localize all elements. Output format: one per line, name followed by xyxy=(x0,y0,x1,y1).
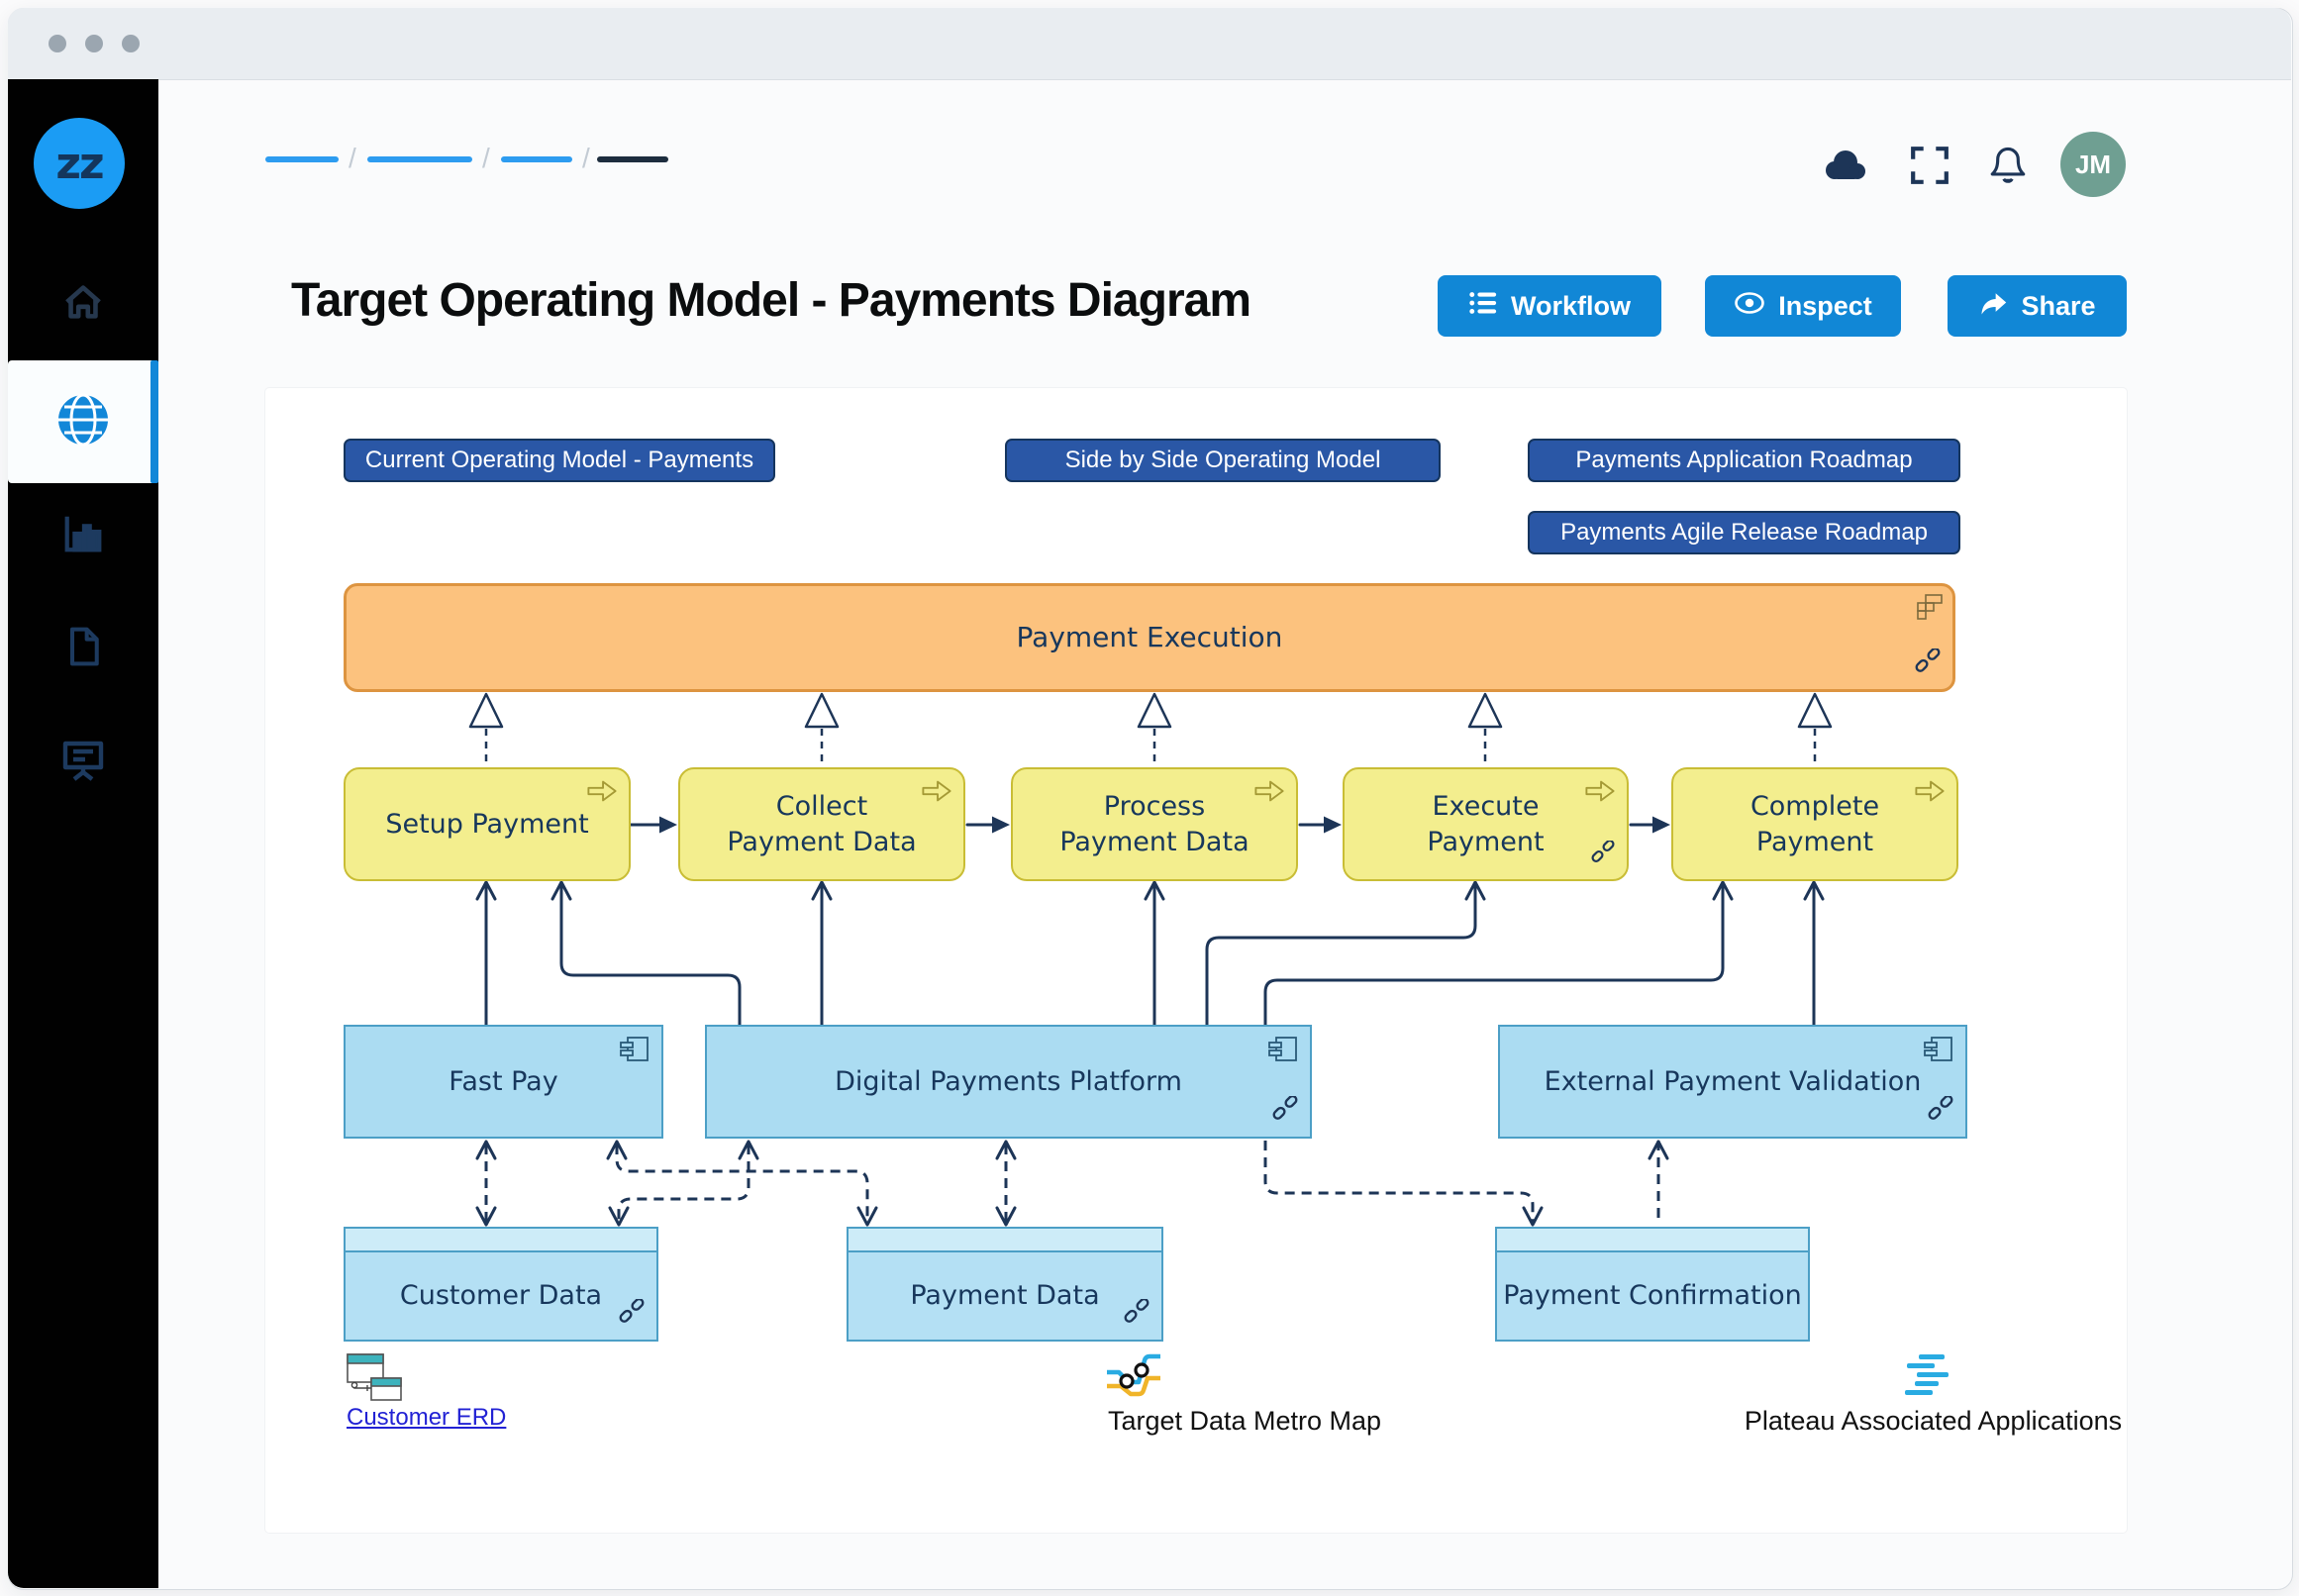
workflow-button-label: Workflow xyxy=(1511,290,1631,321)
node-execute-payment[interactable]: Execute Payment xyxy=(1343,767,1629,881)
sidebar-item-diagrams[interactable] xyxy=(8,360,158,483)
node-label: Process Payment Data xyxy=(1059,791,1249,857)
roadmap-bars-icon[interactable] xyxy=(1897,1352,1954,1403)
page-title: Target Operating Model - Payments Diagra… xyxy=(291,274,1251,327)
node-setup-payment[interactable]: Setup Payment xyxy=(344,767,631,881)
node-label: Customer Data xyxy=(399,1280,603,1312)
sidebar-item-home[interactable] xyxy=(8,249,158,358)
window-control-icon[interactable] xyxy=(49,35,66,52)
window-control-icon[interactable] xyxy=(85,35,103,52)
node-complete-payment[interactable]: Complete Payment xyxy=(1671,767,1958,881)
data-object-band xyxy=(1497,1229,1808,1252)
eye-icon xyxy=(1734,291,1765,322)
breadcrumb-placeholder xyxy=(597,156,668,162)
list-icon xyxy=(1468,288,1498,325)
fullscreen-icon[interactable] xyxy=(1909,145,1950,191)
avatar[interactable]: JM xyxy=(2060,132,2126,197)
node-label: Payment Confirmation xyxy=(1503,1280,1802,1312)
erd-icon[interactable] xyxy=(346,1352,407,1407)
node-label: Digital Payments Platform xyxy=(835,1065,1182,1097)
data-object-band xyxy=(849,1229,1161,1252)
cloud-sync-icon[interactable] xyxy=(1820,145,1869,189)
share-button[interactable]: Share xyxy=(1948,275,2127,337)
nav-pill-label: Current Operating Model - Payments xyxy=(364,447,754,473)
sidebar-item-presentation[interactable] xyxy=(8,707,158,816)
inspect-button-label: Inspect xyxy=(1778,290,1872,321)
node-payment-confirmation[interactable]: Payment Confirmation xyxy=(1495,1227,1810,1342)
process-arrow-icon xyxy=(587,778,617,809)
node-collect-payment-data[interactable]: Collect Payment Data xyxy=(678,767,965,881)
customer-erd-link[interactable]: Customer ERD xyxy=(347,1404,507,1431)
diagram-canvas xyxy=(265,388,2127,1533)
link-icon xyxy=(1915,647,1941,681)
process-arrow-icon xyxy=(1585,778,1615,809)
presentation-icon xyxy=(59,736,107,788)
data-object-band xyxy=(346,1229,656,1252)
node-label: Payment Execution xyxy=(1016,620,1283,653)
sidebar-item-documents[interactable] xyxy=(8,594,158,703)
nav-pill-label: Payments Agile Release Roadmap xyxy=(1560,519,1928,546)
node-process-payment-data[interactable]: Process Payment Data xyxy=(1011,767,1298,881)
link-icon xyxy=(1928,1094,1953,1129)
node-external-payment-validation[interactable]: External Payment Validation xyxy=(1498,1025,1967,1139)
node-label: Payment Data xyxy=(910,1280,1100,1312)
share-icon xyxy=(1978,289,2008,324)
node-fast-pay[interactable]: Fast Pay xyxy=(344,1025,663,1139)
metro-map-label[interactable]: Target Data Metro Map xyxy=(1107,1406,1382,1436)
node-label: Fast Pay xyxy=(449,1065,558,1097)
bar-chart-icon xyxy=(60,511,106,561)
node-label: Setup Payment xyxy=(385,808,589,840)
node-label: Execute Payment xyxy=(1427,791,1545,857)
document-icon xyxy=(61,625,105,673)
sidebar-active-indicator xyxy=(150,360,158,483)
metro-map-icon[interactable] xyxy=(1105,1350,1172,1407)
nav-pill-label: Side by Side Operating Model xyxy=(1064,447,1381,473)
component-icon xyxy=(1268,1036,1298,1069)
view-nav-application-roadmap[interactable]: Payments Application Roadmap xyxy=(1528,439,1960,482)
breadcrumb-separator: / xyxy=(582,143,590,173)
breadcrumb-separator: / xyxy=(482,143,490,173)
inspect-button[interactable]: Inspect xyxy=(1705,275,1901,337)
view-nav-current-operating-model[interactable]: Current Operating Model - Payments xyxy=(344,439,775,482)
component-icon xyxy=(620,1036,650,1069)
globe-icon xyxy=(56,393,110,451)
process-arrow-icon xyxy=(1254,778,1284,809)
workflow-button[interactable]: Workflow xyxy=(1438,275,1661,337)
window-control-icon[interactable] xyxy=(122,35,140,52)
share-button-label: Share xyxy=(2021,290,2096,321)
plateau-applications-label[interactable]: Plateau Associated Applications xyxy=(1744,1406,2123,1436)
link-icon xyxy=(1591,839,1615,871)
process-arrow-icon xyxy=(1915,778,1945,809)
node-customer-data[interactable]: Customer Data xyxy=(344,1227,658,1342)
home-icon xyxy=(60,279,106,330)
node-label: Complete Payment xyxy=(1749,791,1880,857)
sidebar-item-analytics[interactable] xyxy=(8,481,158,590)
node-payment-execution[interactable]: Payment Execution xyxy=(344,583,1955,692)
node-label: External Payment Validation xyxy=(1544,1065,1922,1097)
process-arrow-icon xyxy=(922,778,951,809)
view-nav-side-by-side[interactable]: Side by Side Operating Model xyxy=(1005,439,1441,482)
sidebar xyxy=(8,79,158,1588)
breadcrumb-placeholder xyxy=(501,156,572,162)
workspace-logo[interactable]: zz xyxy=(34,118,125,209)
view-nav-agile-release-roadmap[interactable]: Payments Agile Release Roadmap xyxy=(1528,511,1960,554)
link-icon xyxy=(1272,1094,1298,1129)
link-icon xyxy=(619,1297,645,1332)
breadcrumb-placeholder xyxy=(367,156,472,162)
node-digital-payments-platform[interactable]: Digital Payments Platform xyxy=(705,1025,1312,1139)
bell-icon[interactable] xyxy=(1986,141,2030,191)
node-label: Collect Payment Data xyxy=(727,791,917,857)
grid-icon xyxy=(1917,594,1943,627)
breadcrumb-separator: / xyxy=(349,143,356,173)
window-title-bar xyxy=(8,8,2291,80)
component-icon xyxy=(1924,1036,1953,1069)
node-payment-data[interactable]: Payment Data xyxy=(847,1227,1163,1342)
link-icon xyxy=(1124,1297,1150,1332)
nav-pill-label: Payments Application Roadmap xyxy=(1575,447,1913,473)
breadcrumb-placeholder xyxy=(265,156,339,162)
